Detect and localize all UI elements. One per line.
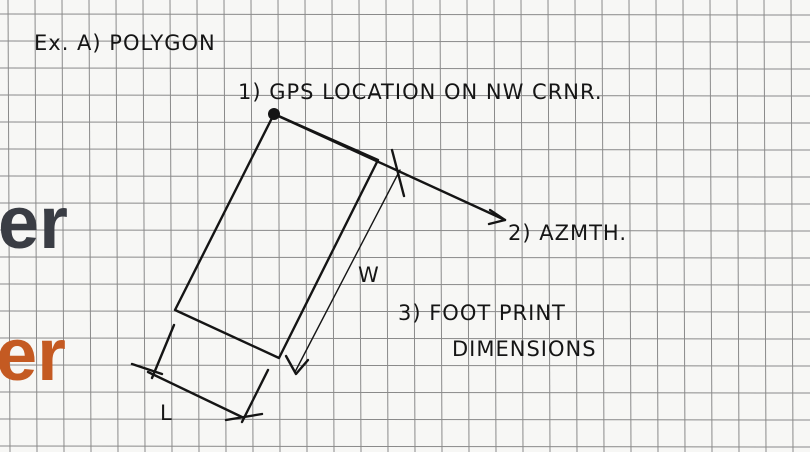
grid-line-vertical [115,0,119,452]
grid-line-vertical [493,0,497,452]
width-label: W [358,263,380,287]
grid-line-vertical [412,0,416,452]
grid-line-vertical [790,0,794,452]
grid-line-horizontal [0,256,810,259]
grid-line-vertical [169,0,173,452]
length-tick-right [240,368,270,424]
grid-line-horizontal [0,391,810,394]
length-label: L [160,401,173,425]
grid-line-horizontal [0,445,810,448]
grid-line-vertical [601,0,605,452]
grid-line-vertical [736,0,740,452]
grid-line-vertical [196,0,200,452]
gps-point-marker [268,108,280,120]
grid-line-vertical [7,0,11,452]
grid-line-horizontal [0,121,810,124]
grid-line-vertical [304,0,308,452]
grid-line-vertical [385,0,389,452]
heading-fragment-2: er [0,313,66,396]
grid-line-vertical [358,0,362,452]
grid-line-horizontal [0,202,810,205]
grid-line-horizontal [0,310,810,313]
width-tick-bottom [284,354,310,376]
grid-line-vertical [655,0,659,452]
grid-line-vertical [142,0,146,452]
grid-line-horizontal [0,13,810,16]
sketch-title: Ex. A) POLYGON [34,31,216,55]
width-tick-top [390,148,406,198]
grid-line-horizontal [0,283,810,286]
azimuth-arrow [487,208,507,226]
grid-line-vertical [34,0,38,452]
grid-line-vertical [277,0,281,452]
grid-line-vertical [439,0,443,452]
grid-line-vertical [709,0,713,452]
grid-line-vertical [223,0,227,452]
length-tick-left [150,323,176,380]
length-tick-right-bar [224,412,264,422]
step-3-label-line1: 3) FOOT PRINT [398,301,566,325]
heading-fragment-1: er [0,181,68,264]
grid-line-vertical [250,0,254,452]
grid-line-horizontal [0,67,810,70]
step-3-label-line2: DIMENSIONS [452,337,597,361]
grid-line-horizontal [0,40,810,43]
length-dimension-line [146,370,246,420]
step-1-label: 1) GPS LOCATION ON NW CRNR. [238,80,603,104]
grid-line-horizontal [0,148,810,151]
step-2-label: 2) AZMTH. [508,221,627,245]
grid-line-horizontal [0,175,810,178]
length-tick-left-bar [130,362,164,376]
grid-line-horizontal [0,337,810,340]
grid-line-vertical [520,0,524,452]
grid-line-horizontal [0,229,810,232]
grid-line-vertical [466,0,470,452]
grid-line-vertical [763,0,767,452]
grid-line-vertical [682,0,686,452]
footprint-polygon [173,112,380,360]
grid-line-horizontal [0,94,810,97]
grid-line-vertical [61,0,65,452]
grid-line-vertical [574,0,578,452]
grid-line-vertical [88,0,92,452]
grid-line-vertical [547,0,551,452]
width-dimension-line [294,169,401,373]
grid-line-horizontal [0,418,810,421]
grid-line-vertical [331,0,335,452]
grid-line-vertical [628,0,632,452]
